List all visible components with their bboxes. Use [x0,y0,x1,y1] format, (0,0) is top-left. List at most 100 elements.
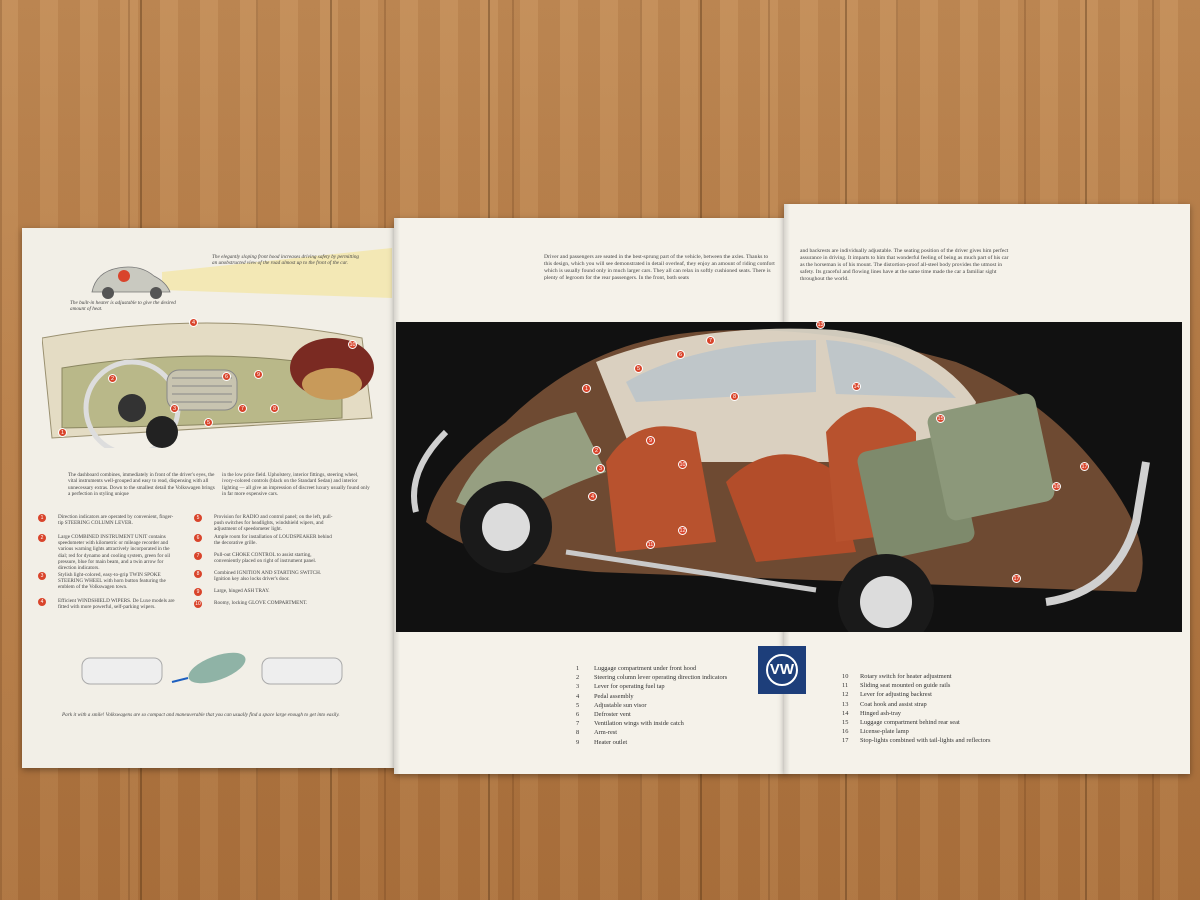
parking-caption: Park it with a smile! Volkswagens are so… [62,712,340,718]
feature-text: Direction indicators are operated by con… [58,514,174,527]
feature-text: Stylish light-colored, easy-to-grip TWIN… [58,572,166,591]
vw-logo: VW [758,646,806,694]
legend-number: 9 [576,738,580,746]
feature-number-badge: 6 [194,534,202,542]
feature-number-badge: 7 [194,552,202,560]
legend-number: 10 [842,673,849,680]
legend-number: 4 [576,692,580,700]
legend-number: 14 [842,709,849,717]
callout-marker: 4 [588,492,597,501]
callout-marker: 3 [170,404,179,413]
callout-marker: 2 [592,446,601,455]
legend-number: 12 [842,691,849,699]
callout-marker: 11 [646,540,655,549]
feature-number-badge: 4 [38,598,46,606]
feature-text: Large, hinged ASH TRAY. [214,588,270,594]
feature-item: 3 Stylish light-colored, easy-to-grip TWI… [38,572,178,591]
legend-text: Ventilation wings with inside catch [594,720,684,728]
feature-item: 8 Combined IGNITION AND STARTING SWITCH. … [194,570,334,583]
callout-marker: 6 [222,372,231,381]
legend-text: Steering column lever operating directio… [594,674,728,682]
feature-text: Efficient WINDSHIELD WIPERS. De Luxe mod… [58,598,175,611]
callout-marker: 1 [582,384,591,393]
callout-marker: 3 [596,464,605,473]
dashboard-illustration [42,322,374,448]
legend-number: 13 [842,700,849,708]
callout-marker: 1 [58,428,67,437]
legend-number: 5 [576,701,580,709]
callout-marker: 9 [254,370,263,379]
callout-marker: 15 [936,414,945,423]
brochure-left-page: The elegantly sloping front hood increas… [22,228,396,768]
feature-text: Large COMBINED INSTRUMENT UNIT contains … [58,534,171,572]
legend-text: Arm-rest [594,729,618,737]
right-page-text: and backrests are individually adjustabl… [800,248,1009,282]
legend-text: Lever for operating fuel tap [594,683,665,691]
callout-marker: 9 [646,436,655,445]
legend-entry: 4 Pedal assembly [576,692,746,701]
feature-number-badge: 5 [194,514,202,522]
legend-number: 17 [842,737,849,745]
callout-marker: 5 [634,364,643,373]
callout-marker: 10 [678,460,687,469]
legend-text: Luggage compartment behind rear seat [860,719,960,727]
legend-text: License-plate lamp [860,728,909,736]
legend-number: 3 [576,683,580,691]
feature-text: Roomy, locking GLOVE COMPARTMENT. [214,600,308,606]
callout-marker: 12 [678,526,687,535]
feature-item: 6 Ample room for installation of LOUDSPEA… [194,534,334,547]
callout-marker: 5 [204,418,213,427]
legend-number: 16 [842,728,849,736]
feature-item: 7 Pull-out CHOKE CONTROL to assist starti… [194,552,334,565]
feature-text: Ample room for installation of LOUDSPEAK… [214,534,332,547]
callout-marker: 16 [1052,482,1061,491]
legend-number: 8 [576,729,580,737]
legend-number: 2 [576,674,580,682]
feature-text: Combined IGNITION AND STARTING SWITCH. I… [214,570,322,583]
callout-marker: 7 [238,404,247,413]
heater-caption: The built-in heater is adjustable to giv… [70,300,176,313]
callout-marker: 6 [676,350,685,359]
parking-illustration [81,652,343,685]
middle-page-text: Driver and passengers are seated in the … [544,254,775,281]
legend-text: Lever for adjusting backrest [860,691,932,699]
legend-text: Heater outlet [594,738,628,746]
callout-marker: 10 [348,340,357,349]
callout-marker: 17 [1080,462,1089,471]
cutaway-car-illustration [411,328,1150,632]
feature-number-badge: 8 [194,570,202,578]
legend-entry: 7 Ventilation wings with inside catch [576,719,746,728]
legend-number: 1 [576,665,580,672]
headlight-caption: The elegantly sloping front hood increas… [212,254,360,267]
headlight-view-illustration [91,248,392,299]
legend-number: 6 [576,711,580,719]
callout-marker: 7 [706,336,715,345]
feature-text: Pull-out CHOKE CONTROL to assist startin… [214,552,317,565]
legend-entry: 8 Arm-rest [576,728,746,737]
callout-marker: 2 [108,374,117,383]
legend-entry: 12 Lever for adjusting backrest [842,690,1042,699]
legend-text: Defroster vent [594,711,631,719]
legend-text: Sliding seat mounted on guide rails [860,682,951,690]
feature-item: 4 Efficient WINDSHIELD WIPERS. De Luxe mo… [38,598,178,611]
feature-number-badge: 3 [38,572,46,580]
legend-number: 7 [576,720,580,728]
feature-item: 2 Large COMBINED INSTRUMENT UNIT contains… [38,534,178,572]
legend-text: Pedal assembly [594,692,634,700]
callout-marker: 4 [189,318,198,327]
legend-entry: 2 Steering column lever operating directi… [576,673,746,682]
feature-number-badge: 2 [38,534,46,542]
